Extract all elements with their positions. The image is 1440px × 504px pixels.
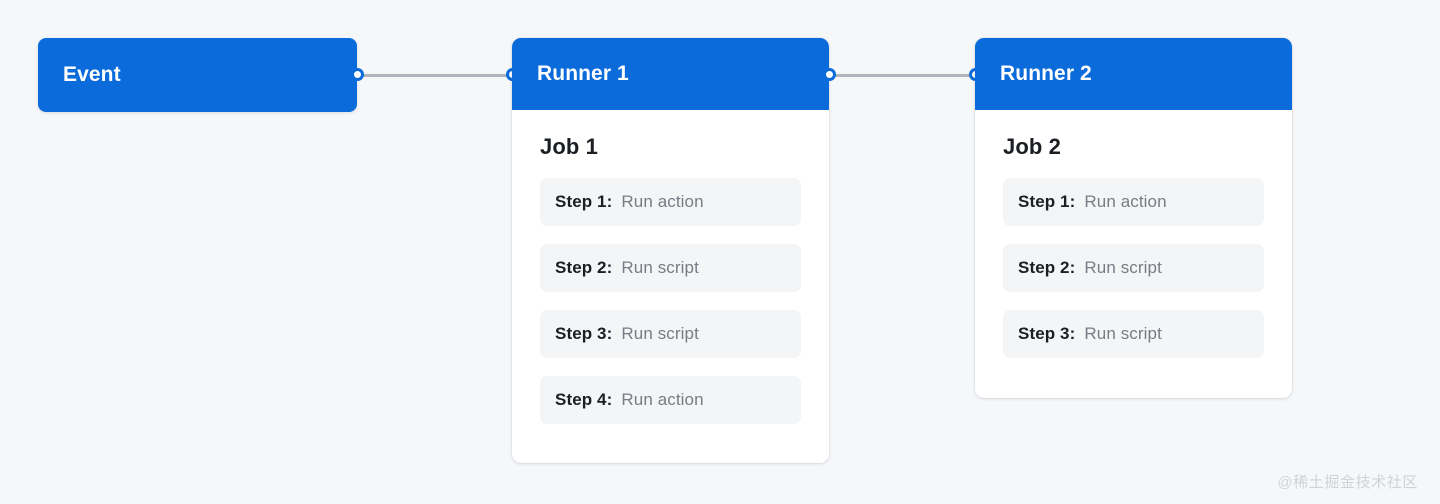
- watermark: @稀土掘金技术社区: [1277, 474, 1418, 491]
- runner-2-header: Runner 2: [975, 38, 1292, 110]
- step-row[interactable]: Step 4: Run action: [540, 376, 801, 424]
- step-row[interactable]: Step 1: Run action: [540, 178, 801, 226]
- runner-2-body: Job 2 Step 1: Run action Step 2: Run scr…: [975, 110, 1292, 358]
- step-value: Run action: [621, 390, 704, 409]
- step-label: Step 1:: [555, 192, 613, 211]
- step-value: Run action: [621, 192, 704, 211]
- step-label: Step 4:: [555, 390, 613, 409]
- node-runner-2[interactable]: Runner 2 Job 2 Step 1: Run action Step 2…: [975, 38, 1292, 398]
- edge-event-to-runner1: [360, 73, 510, 77]
- step-value: Run script: [1084, 258, 1162, 277]
- runner-1-step-list: Step 1: Run action Step 2: Run script St…: [540, 178, 801, 424]
- port-runner1-output[interactable]: [823, 68, 836, 81]
- edge-runner1-to-runner2: [832, 73, 973, 77]
- step-label: Step 3:: [555, 324, 613, 343]
- step-label: Step 3:: [1018, 324, 1076, 343]
- node-runner-1[interactable]: Runner 1 Job 1 Step 1: Run action Step 2…: [512, 38, 829, 463]
- runner-1-title: Runner 1: [537, 62, 629, 85]
- step-value: Run script: [1084, 324, 1162, 343]
- port-event-output[interactable]: [351, 68, 364, 81]
- event-label: Event: [63, 63, 121, 86]
- node-event[interactable]: Event: [38, 38, 357, 112]
- runner-2-job-title: Job 2: [1003, 134, 1061, 159]
- runner-1-header: Runner 1: [512, 38, 829, 110]
- step-row[interactable]: Step 2: Run script: [1003, 244, 1264, 292]
- step-row[interactable]: Step 3: Run script: [540, 310, 801, 358]
- runner-1-body: Job 1 Step 1: Run action Step 2: Run scr…: [512, 110, 829, 424]
- step-label: Step 2:: [555, 258, 613, 277]
- runner-2-title: Runner 2: [1000, 62, 1092, 85]
- step-value: Run action: [1084, 192, 1167, 211]
- step-row[interactable]: Step 1: Run action: [1003, 178, 1264, 226]
- step-label: Step 2:: [1018, 258, 1076, 277]
- runner-1-job-title: Job 1: [540, 134, 598, 159]
- step-value: Run script: [621, 324, 699, 343]
- step-row[interactable]: Step 2: Run script: [540, 244, 801, 292]
- step-label: Step 1:: [1018, 192, 1076, 211]
- step-row[interactable]: Step 3: Run script: [1003, 310, 1264, 358]
- step-value: Run script: [621, 258, 699, 277]
- runner-2-step-list: Step 1: Run action Step 2: Run script St…: [1003, 178, 1264, 358]
